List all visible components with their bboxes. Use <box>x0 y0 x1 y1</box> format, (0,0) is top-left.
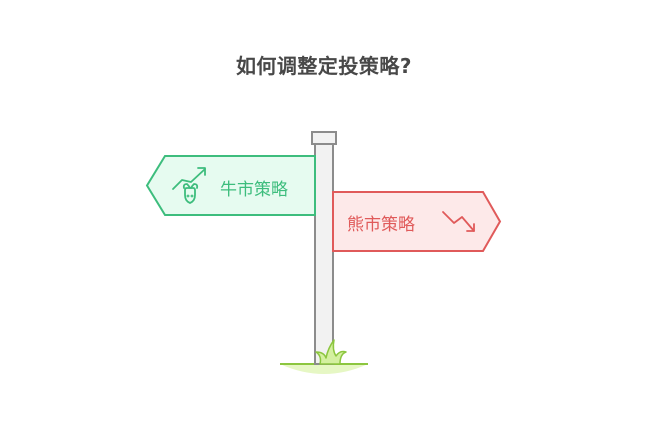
bull-trend-up-icon <box>172 167 206 204</box>
bear-strategy-label: 熊市策略 <box>347 215 415 235</box>
bull-strategy-sign <box>145 155 316 216</box>
grass-icon <box>315 339 347 365</box>
bear-strategy-sign <box>332 191 502 252</box>
trend-down-icon <box>442 211 475 232</box>
bull-strategy-label: 牛市策略 <box>220 180 288 200</box>
signpost-pole <box>311 131 337 365</box>
ground <box>280 363 368 374</box>
page-title: 如何调整定投策略? <box>235 54 413 78</box>
